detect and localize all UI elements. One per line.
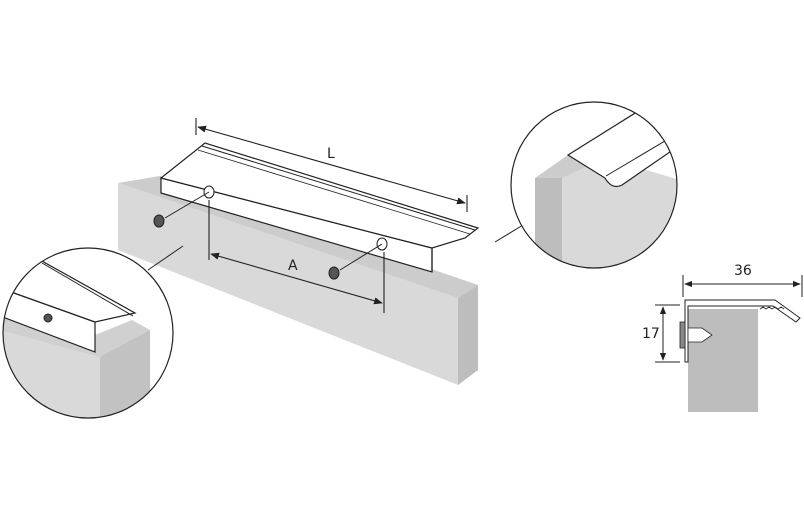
right-detail-callout <box>510 101 678 269</box>
dimension-36 <box>682 275 803 297</box>
dimension-17-label: 17 <box>642 326 660 342</box>
dimension-A-label: A <box>288 258 298 274</box>
left-leader-line <box>147 245 184 271</box>
dimension-36-label: 36 <box>734 263 752 279</box>
dimension-L-label: L <box>327 146 335 162</box>
left-detail-callout <box>2 247 174 419</box>
dimension-L <box>195 118 468 212</box>
right-leader-line <box>494 224 524 243</box>
cross-section <box>679 299 801 412</box>
dimension-17 <box>655 304 680 363</box>
dimension-A <box>208 200 385 313</box>
